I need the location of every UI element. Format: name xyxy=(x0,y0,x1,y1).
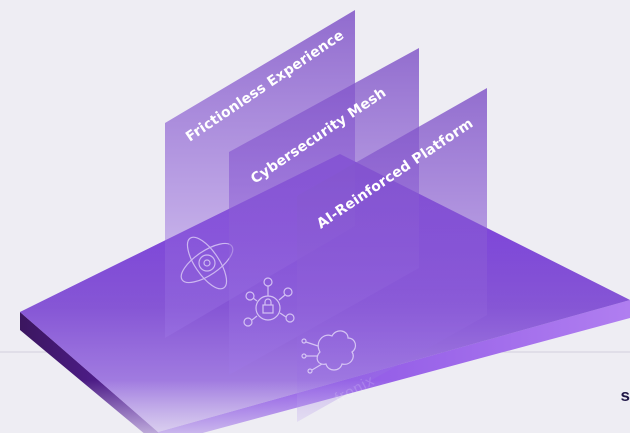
circuit-brain-icon xyxy=(301,330,357,374)
panel-ai xyxy=(297,88,487,422)
brand-logo-fragment: s xyxy=(620,386,630,405)
bottom-fade xyxy=(0,380,630,433)
network-lock-icon xyxy=(243,277,295,327)
